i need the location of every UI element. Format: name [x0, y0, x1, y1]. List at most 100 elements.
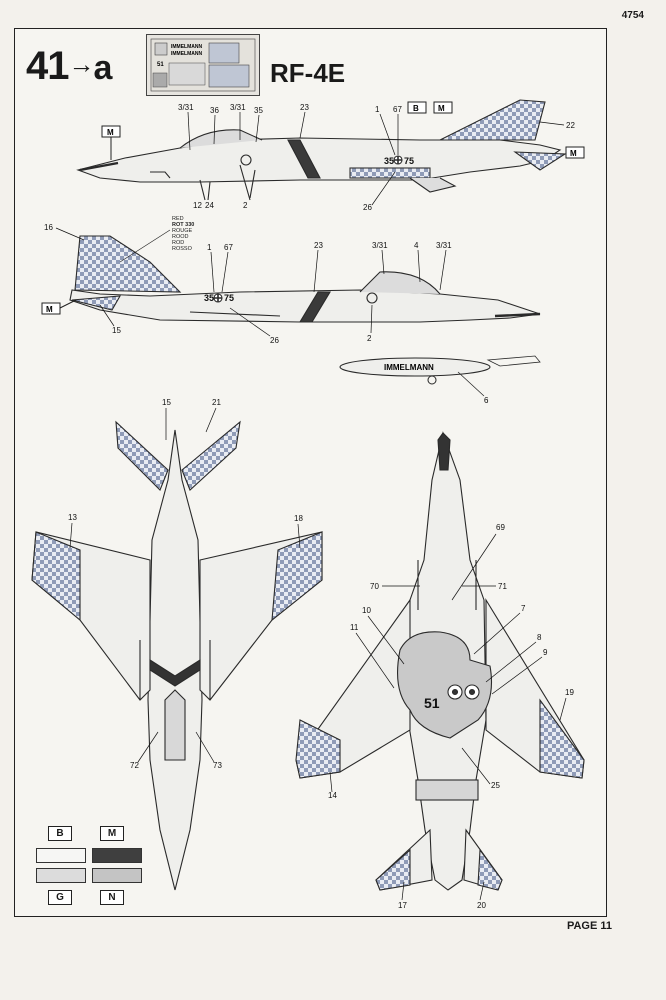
decal-thumb-number: 51 [157, 62, 164, 68]
legend-code-m: M [100, 826, 124, 841]
side-view-left-stripe [287, 139, 321, 179]
callout: 69 [496, 523, 505, 532]
step-heading: 41→a [26, 44, 113, 89]
bottom-view [295, 431, 585, 891]
arrow-icon: → [68, 49, 95, 79]
callout: 73 [213, 761, 222, 770]
callout: 1 [375, 105, 380, 114]
decal-sheet-image: IMMELMANN IMMELMANN 51 [150, 38, 256, 92]
decal-thumb-text-2: IMMELMANN [171, 51, 202, 57]
side-view-right-callouts: 16 1 67 23 3/31 4 3/31 15 26 2 35 75 [44, 223, 452, 345]
top-view-callouts: 15 21 13 18 72 73 [68, 398, 303, 770]
swatch-m [92, 848, 142, 863]
side-number-left: 35 [384, 156, 394, 166]
callout: 6 [484, 396, 489, 405]
callout: 2 [243, 201, 248, 210]
side-view-left-color-codes: M B M M [101, 101, 585, 160]
side-number-right: 75 [224, 293, 234, 303]
red-note-line: RED [172, 216, 184, 222]
callout: 70 [370, 582, 379, 591]
color-code-b-label: B [413, 104, 419, 113]
red-note-line: ROD [172, 240, 184, 246]
red-note-line: ROOD [172, 234, 189, 240]
legend-code-n: N [100, 890, 124, 905]
callout: 35 [254, 106, 263, 115]
step-number: 41 [26, 44, 69, 88]
red-note-line: ROUGE [172, 228, 193, 234]
decal-thumb-text-1: IMMELMANN [171, 44, 202, 50]
external-tank: IMMELMANN 6 [339, 355, 541, 405]
callout: 26 [363, 203, 372, 212]
callout: 12 [193, 201, 202, 210]
page-footer: PAGE 11 [566, 920, 612, 932]
callout: 26 [270, 336, 279, 345]
callout: 3/31 [436, 241, 452, 250]
callout: 15 [162, 398, 171, 407]
model-name: RF-4E [270, 58, 346, 88]
callout: 17 [398, 901, 407, 910]
callout: 11 [350, 623, 359, 632]
top-view [31, 420, 323, 891]
side-view-right [69, 235, 541, 323]
top-view-fuselage [147, 429, 203, 891]
callout: 67 [224, 243, 233, 252]
callout: 2 [367, 334, 372, 343]
callout: 15 [112, 326, 121, 335]
callout: 20 [477, 901, 486, 910]
tank-text: IMMELMANN [384, 363, 434, 372]
callout: 23 [300, 103, 309, 112]
step-suffix: a [93, 49, 113, 87]
callout: 8 [537, 633, 542, 642]
callout: 3/31 [178, 103, 194, 112]
swatch-n [92, 868, 142, 883]
callout: 16 [44, 223, 53, 232]
legend-code-b: B [48, 826, 72, 841]
callout: 7 [521, 604, 526, 613]
callout: 4 [414, 241, 419, 250]
red-note-line: ROT 330 [172, 222, 194, 228]
document-number: 4754 [621, 10, 644, 21]
callout: 3/31 [230, 103, 246, 112]
callout: 72 [130, 761, 139, 770]
color-code-m-label: M [46, 305, 53, 314]
side-view-left-callouts: 3/31 36 3/31 35 23 1 67 22 12 24 2 26 35… [178, 103, 575, 212]
top-view-left-stabilizer [115, 420, 169, 491]
side-number-left: 35 [204, 293, 214, 303]
callout: 36 [210, 106, 219, 115]
callout: 3/31 [372, 241, 388, 250]
swatch-g [36, 868, 86, 883]
callout: 67 [393, 105, 402, 114]
swatch-b [36, 848, 86, 863]
red-note: RED ROT 330 ROUGE ROOD ROD ROSSO [119, 216, 194, 263]
callout: 24 [205, 201, 214, 210]
color-code-m-label: M [438, 104, 445, 113]
side-number-right: 75 [404, 156, 414, 166]
top-view-right-stabilizer [181, 420, 241, 491]
callout: 25 [491, 781, 500, 790]
bottom-view-callouts: 51 69 70 71 10 7 11 8 9 19 14 25 17 20 [328, 523, 574, 910]
owl-emblem [397, 631, 493, 739]
callout: 10 [362, 606, 371, 615]
callout: 18 [294, 514, 303, 523]
side-view-left-tail [439, 99, 546, 141]
callout: 1 [207, 243, 212, 252]
callout: 23 [314, 241, 323, 250]
red-note-line: ROSSO [172, 246, 193, 252]
emblem-number: 51 [424, 695, 440, 711]
callout: 19 [565, 688, 574, 697]
callout: 22 [566, 121, 575, 130]
color-code-m-label: M [107, 128, 114, 137]
callout: 21 [212, 398, 221, 407]
decal-sheet-thumbnail: IMMELMANN IMMELMANN 51 [146, 34, 260, 96]
side-view-left [76, 99, 567, 201]
legend-code-g: G [48, 890, 72, 905]
side-view-right-stripe [299, 291, 331, 323]
callout: 14 [328, 791, 337, 800]
side-view-right-tail [74, 235, 182, 293]
callout: 13 [68, 513, 77, 522]
callout: 9 [543, 648, 548, 657]
callout: 71 [498, 582, 507, 591]
side-view-right-color-code: M [41, 299, 77, 315]
color-code-m-label: M [570, 149, 577, 158]
